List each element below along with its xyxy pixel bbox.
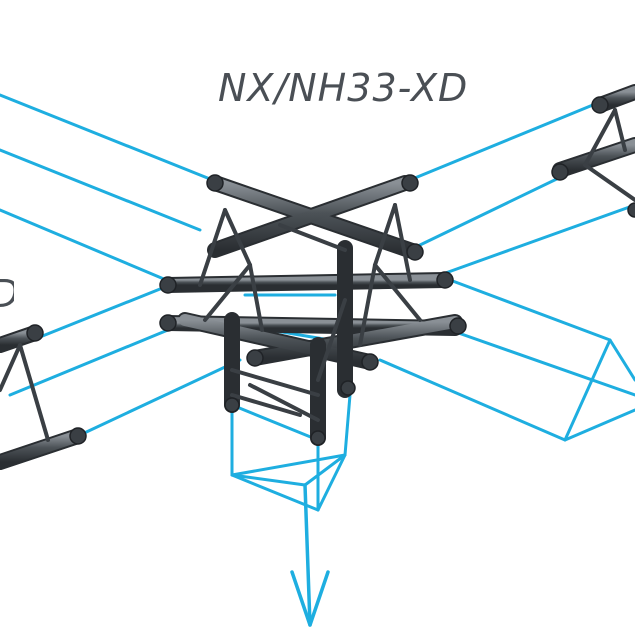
guide-line <box>18 283 172 347</box>
guide-line <box>448 278 612 342</box>
truss-assembly <box>0 84 635 470</box>
guide-triangle <box>563 338 635 442</box>
guide-line <box>230 453 347 477</box>
guide-line <box>418 173 567 247</box>
guide-line <box>8 323 182 397</box>
down-arrow-icon <box>290 483 330 627</box>
left-truss-section <box>0 324 87 470</box>
guide-line <box>230 403 320 442</box>
guide-lines <box>0 93 635 512</box>
guide-line <box>408 98 607 182</box>
model-label: NX/NH33-XD <box>218 66 469 110</box>
right-truss-section <box>551 84 635 218</box>
guide-line <box>563 408 635 442</box>
truss-couplers <box>159 174 467 446</box>
guide-line <box>230 473 320 512</box>
guide-line <box>378 358 567 442</box>
guide-line <box>448 328 635 397</box>
guide-line <box>0 93 227 187</box>
guide-line <box>0 208 192 292</box>
partial-model-label: D <box>0 272 14 316</box>
guide-line <box>0 148 202 232</box>
truss-bracing <box>198 203 422 422</box>
guide-line <box>78 358 242 437</box>
guide-line <box>438 203 635 277</box>
guide-line <box>316 453 347 512</box>
